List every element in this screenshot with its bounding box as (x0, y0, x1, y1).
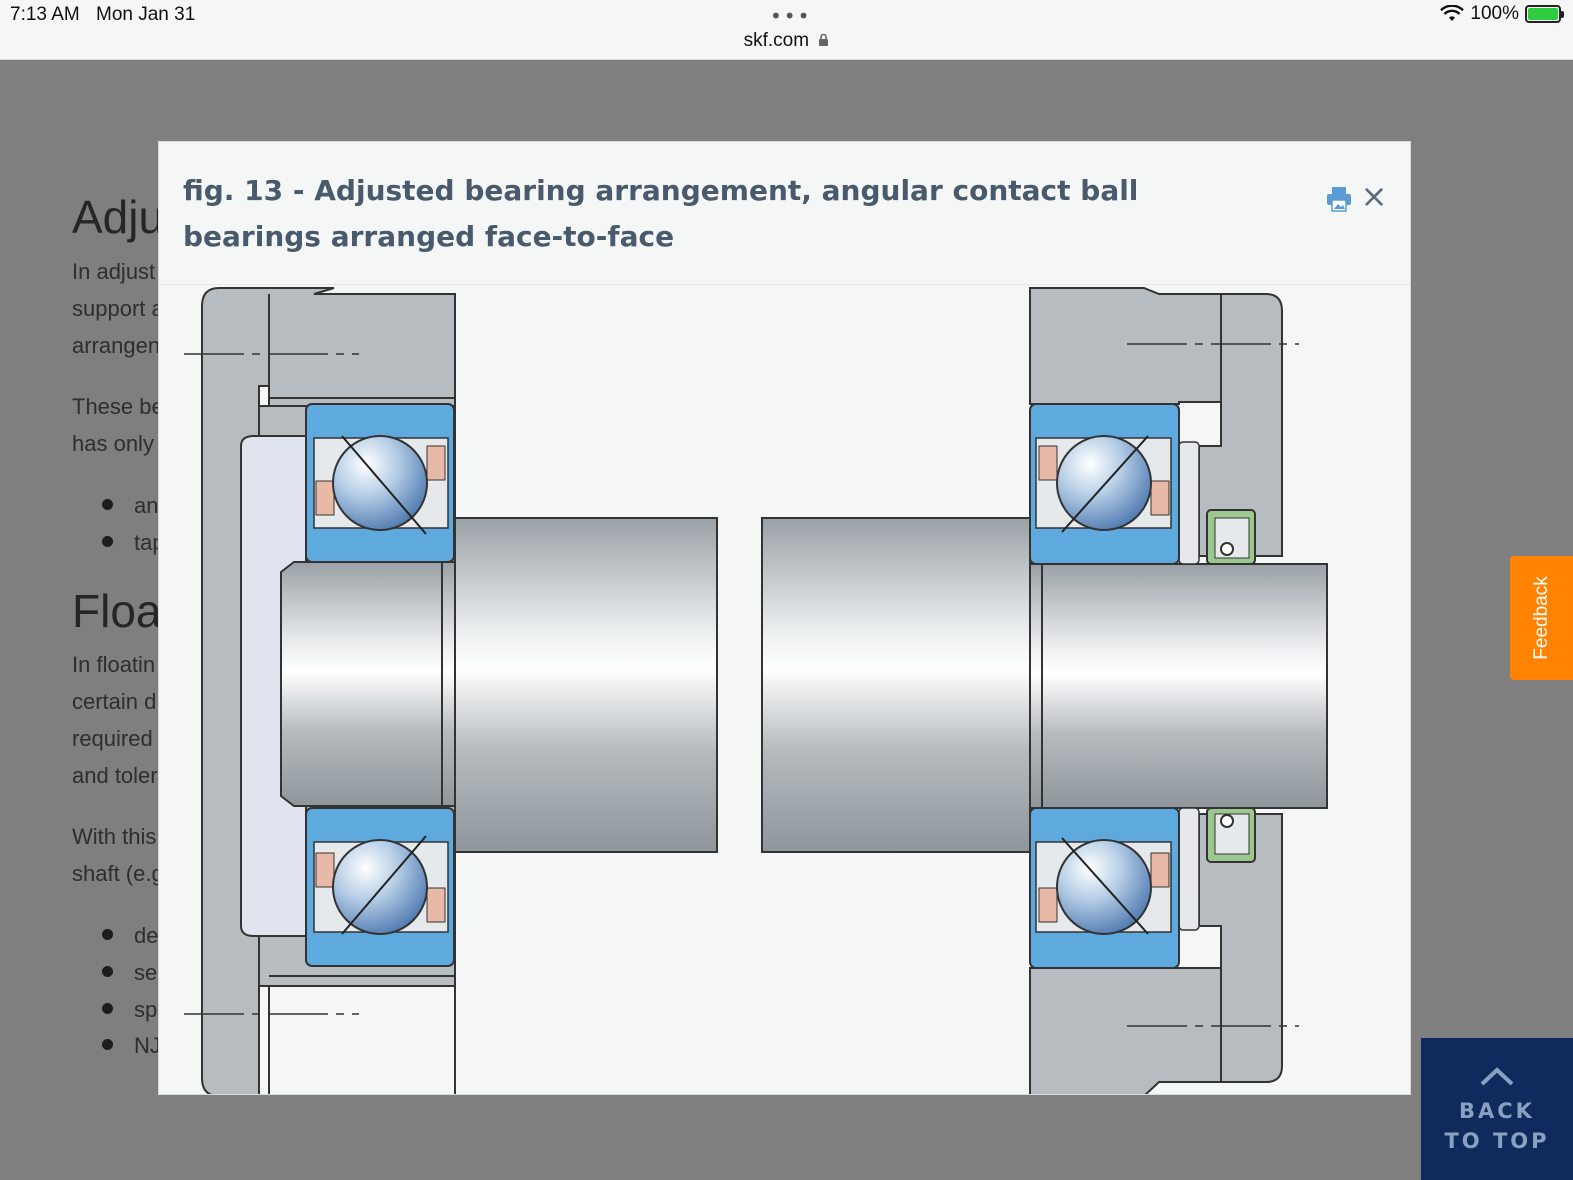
status-date: Mon Jan 31 (96, 4, 196, 25)
right-shaft (761, 517, 1328, 853)
text-line: support a (72, 296, 164, 321)
back-to-top-button[interactable]: BACK TO TOP (1421, 1038, 1573, 1180)
text-line: In adjust (72, 259, 156, 284)
text-line: has only (72, 431, 154, 456)
right-housing (1029, 287, 1299, 1094)
status-bar: 7:13 AM Mon Jan 31 ••• skf.com 100% (0, 0, 1573, 60)
text-line: With this (72, 824, 157, 849)
back-to-top-label: BACK TO TOP (1444, 1099, 1550, 1153)
list-item[interactable]: tap (72, 530, 165, 556)
text-line: required (72, 726, 153, 751)
list-item[interactable]: de (72, 923, 158, 949)
url-text: skf.com (743, 30, 810, 51)
bearing-arrangement-figure (159, 286, 1410, 1094)
article-heading-floating: Float (72, 585, 175, 637)
wifi-icon (1440, 5, 1465, 21)
text-line: certain d (72, 689, 157, 714)
text-line: and toler (72, 763, 158, 788)
multitasking-dots-icon[interactable]: ••• (770, 4, 812, 28)
close-icon: × (1360, 177, 1388, 215)
seal-top (1206, 509, 1256, 565)
article-paragraph-3: In floatin certain d required and toler (72, 646, 158, 794)
right-bearing-bottom (1029, 807, 1180, 969)
text-line: These be (72, 394, 164, 419)
figure-modal: fig. 13 - Adjusted bearing arrangement, … (158, 141, 1411, 1095)
text-line: arrangen (72, 333, 161, 358)
status-time: 7:13 AM (10, 4, 80, 25)
battery-percent: 100% (1470, 3, 1519, 24)
print-icon (1327, 187, 1351, 212)
status-right: 100% (1440, 3, 1564, 25)
modal-header: fig. 13 - Adjusted bearing arrangement, … (159, 142, 1410, 285)
feedback-label: Feedback (1530, 576, 1552, 660)
left-shaft (280, 517, 718, 853)
feedback-tab[interactable]: Feedback (1510, 556, 1573, 680)
seal-bottom (1206, 807, 1256, 863)
list-item[interactable]: sph (72, 997, 169, 1023)
right-bearing-top (1029, 403, 1180, 565)
list-item[interactable]: an (72, 493, 158, 519)
text-line: shaft (e.g (72, 861, 164, 886)
address-bar[interactable]: skf.com (0, 30, 1573, 52)
text-line: In floatin (72, 652, 156, 677)
article-paragraph-4: With this shaft (e.g (72, 818, 164, 892)
modal-title: fig. 13 - Adjusted bearing arrangement, … (183, 174, 1139, 253)
lock-icon (819, 33, 829, 46)
article-paragraph-2: These be has only (72, 388, 164, 462)
print-button[interactable] (1324, 184, 1354, 214)
chevron-up-icon (1480, 1067, 1514, 1086)
article-paragraph-1: In adjust support a arrangen (72, 253, 164, 364)
left-bearing-bottom (305, 807, 455, 967)
battery-icon (1525, 5, 1564, 23)
left-bearing-top (305, 403, 455, 563)
close-button[interactable]: × (1359, 176, 1389, 216)
list-item[interactable]: NJ (72, 1033, 161, 1059)
list-item[interactable]: sel (72, 960, 162, 986)
